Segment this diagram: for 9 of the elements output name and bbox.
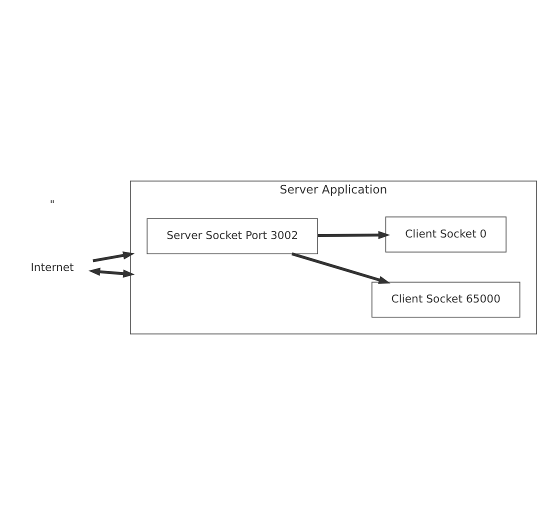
label: " bbox=[50, 198, 55, 211]
node-box: Server Socket Port 3002 bbox=[146, 218, 318, 254]
node-text: Internet bbox=[30, 260, 74, 274]
node-box: Client Socket 0 bbox=[385, 216, 506, 252]
arrow bbox=[318, 230, 390, 239]
arrow bbox=[88, 267, 135, 278]
arrow bbox=[292, 252, 390, 284]
node-box: Client Socket 65000 bbox=[372, 281, 520, 318]
arrow bbox=[92, 250, 135, 262]
